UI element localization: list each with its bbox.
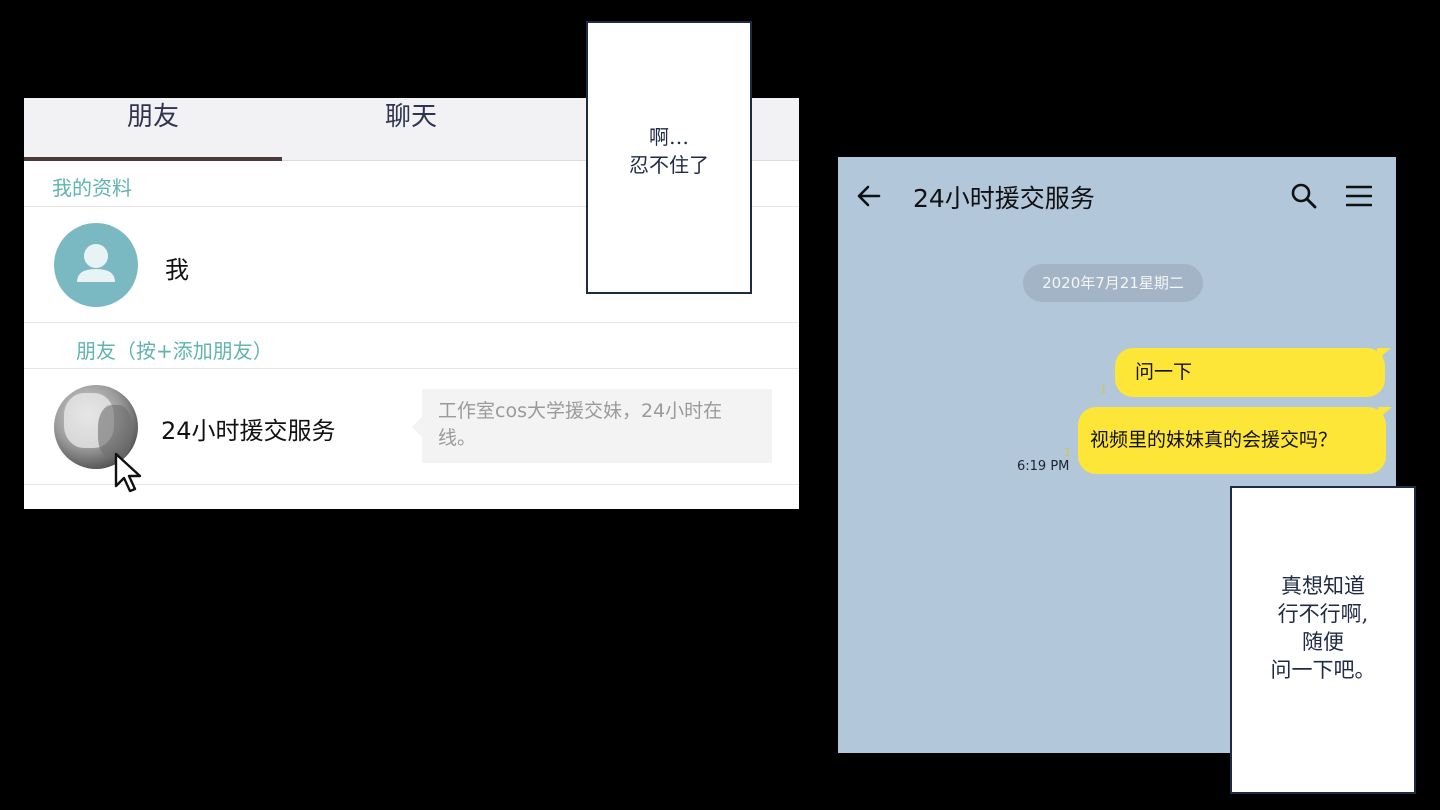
caption-line: 行不行啊, [1277, 602, 1369, 626]
my-profile-section-label: 我的资料 [52, 176, 132, 200]
friend-status-message: 工作室cos大学援交妹，24小时在线。 [412, 389, 772, 463]
tab-chats[interactable]: 聊天 [384, 102, 437, 132]
friend-avatar[interactable] [54, 385, 138, 469]
chat-header: 24小时援交服务 [838, 157, 1396, 235]
unread-count: 1 [1064, 446, 1071, 459]
date-separator: 2020年7月21星期二 [1023, 264, 1203, 302]
comic-caption-bottom: 真想知道 行不行啊, 随便 问一下吧。 [1230, 486, 1416, 794]
caption-line: 忍不住了 [629, 153, 709, 177]
comic-caption-top: 啊… 忍不住了 [586, 21, 752, 294]
caption-line: 问一下吧。 [1270, 658, 1376, 682]
divider [24, 206, 799, 207]
outgoing-message[interactable]: 问一下 [1115, 348, 1391, 397]
caption-line: 啊… [649, 125, 689, 149]
back-arrow-icon[interactable] [856, 183, 882, 209]
divider [24, 322, 799, 323]
outgoing-message[interactable]: 视频里的妹妹真的会援交吗？ [1078, 407, 1392, 474]
tab-friends[interactable]: 朋友 [126, 102, 179, 132]
my-name: 我 [165, 256, 189, 284]
message-timestamp: 6:19 PM [1017, 459, 1070, 474]
menu-icon[interactable] [1346, 184, 1372, 208]
friends-section-label: 朋友（按+添加朋友） [76, 339, 273, 363]
divider [24, 368, 799, 369]
chat-title: 24小时援交服务 [913, 184, 1095, 213]
unread-count: 1 [1100, 383, 1107, 396]
caption-line: 真想知道 [1281, 574, 1365, 598]
friend-name: 24小时援交服务 [161, 417, 336, 445]
default-user-icon [77, 244, 115, 282]
avatar[interactable] [54, 223, 138, 307]
mouse-pointer-icon [114, 452, 142, 493]
caption-line: 随便 [1302, 630, 1344, 654]
divider [24, 484, 799, 485]
active-tab-indicator [24, 157, 282, 161]
search-icon[interactable] [1290, 182, 1318, 210]
